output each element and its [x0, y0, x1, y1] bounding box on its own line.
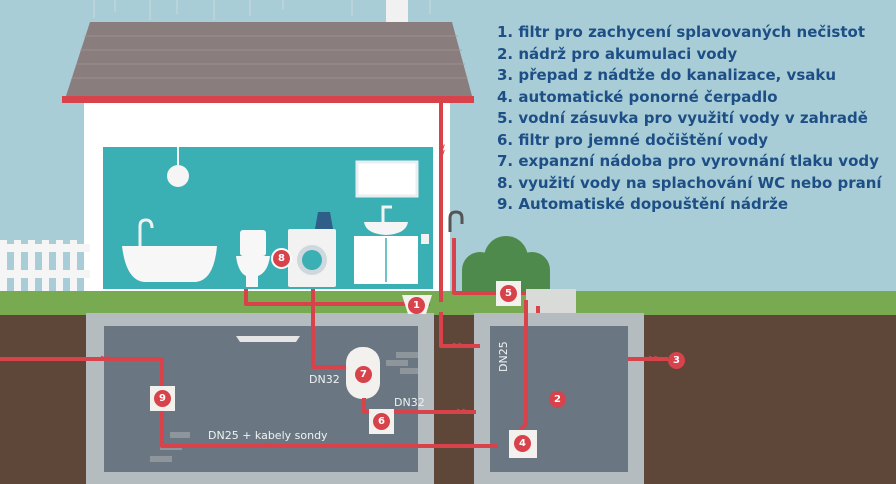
- toilet-icon: [236, 230, 270, 287]
- legend-item: 9. Automatiské dopouštění nádrže: [497, 195, 788, 213]
- marker-7: 7: [355, 366, 372, 383]
- flow-arrow: >>: [100, 354, 113, 364]
- rain-lines: [93, 0, 431, 20]
- washing-machine-icon: [288, 212, 336, 287]
- bathtub-icon: [122, 218, 217, 282]
- flow-arrow: >>: [648, 354, 661, 364]
- marker-2: 2: [549, 391, 566, 408]
- legend-item: 8. využití vody na splachování WC nebo p…: [497, 173, 882, 192]
- flow-arrow: >>: [452, 341, 465, 351]
- legend-item: 7. expanzní nádoba pro vyrovnání tlaku v…: [497, 152, 879, 170]
- marker-5-box: 5: [496, 281, 521, 306]
- pipe-label-dn32: DN32: [309, 373, 340, 386]
- roof-gutter: [62, 96, 474, 103]
- fence-icon: [0, 240, 90, 292]
- marker-8: 8: [271, 248, 292, 269]
- legend-list: 1. filtr pro zachycení splavovaných neči…: [497, 22, 882, 216]
- mirror-icon: [355, 160, 419, 198]
- lamp-icon: [167, 147, 189, 187]
- flow-arrow: >>: [456, 407, 469, 417]
- marker-4-box: 4: [510, 431, 535, 456]
- pipe-label-dn32: DN32: [394, 396, 425, 409]
- marker-5: 5: [500, 285, 517, 302]
- sink-cabinet-icon: [354, 205, 429, 284]
- chimney-icon: [386, 0, 408, 24]
- marker-1: 1: [408, 297, 425, 314]
- grass: [0, 291, 896, 315]
- pipe-label-dn25-cable: DN25 + kabely sondy: [208, 429, 328, 442]
- legend-item: 4. automatické ponorné čerpadlo: [497, 87, 778, 106]
- flow-arrow: >>: [262, 441, 275, 451]
- tap-icon: [448, 210, 464, 232]
- marker-9-box: 9: [150, 386, 175, 411]
- marker-6: 6: [373, 413, 390, 430]
- outdoor-box: [526, 289, 576, 313]
- pipe-label-dn25: DN25: [497, 341, 510, 372]
- legend-item: 6. filtr pro jemné dočištění vody: [497, 130, 769, 149]
- roof: [66, 22, 472, 96]
- legend-item: 3. přepad z nádtže do kanalizace, vsaku: [497, 66, 837, 84]
- flow-arrow: >>: [436, 143, 447, 155]
- legend-item: 5. vodní zásuvka pro využití vody v zahr…: [497, 109, 868, 127]
- legend-item: 2. nádrž pro akumulaci vody: [497, 44, 738, 63]
- marker-3: 3: [668, 352, 685, 369]
- tank-light: [236, 336, 300, 342]
- marker-9: 9: [154, 390, 171, 407]
- legend-item: 1. filtr pro zachycení splavovaných neči…: [497, 23, 865, 41]
- marker-6-box: 6: [369, 409, 394, 434]
- marker-4: 4: [514, 435, 531, 452]
